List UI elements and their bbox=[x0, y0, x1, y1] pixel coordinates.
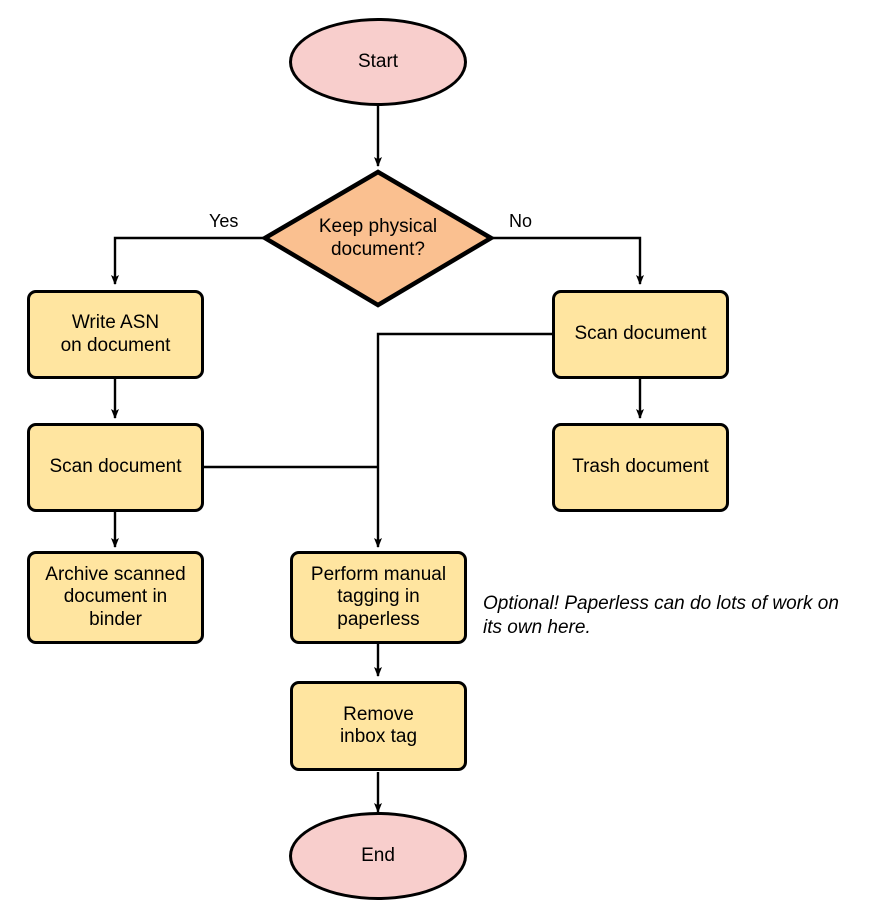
node-manual-tagging[interactable]: Perform manual tagging in paperless bbox=[290, 551, 467, 644]
node-scan-right-label: Scan document bbox=[574, 323, 707, 345]
node-remove-inbox-tag[interactable]: Remove inbox tag bbox=[290, 681, 467, 771]
decision-diamond-shape bbox=[260, 169, 496, 308]
edge-scan-right-to-manual-tagging bbox=[374, 332, 552, 548]
node-manual-tagging-label: Perform manual tagging in paperless bbox=[310, 563, 447, 630]
node-end[interactable]: End bbox=[289, 812, 467, 900]
node-scan-left-label: Scan document bbox=[49, 456, 182, 478]
node-archive-binder[interactable]: Archive scanned document in binder bbox=[27, 551, 204, 644]
edge-label-yes: Yes bbox=[209, 211, 239, 231]
edge-label-no: No bbox=[509, 211, 533, 231]
node-write-asn[interactable]: Write ASN on document bbox=[27, 290, 204, 379]
node-trash-document[interactable]: Trash document bbox=[552, 423, 729, 512]
node-decision-label: Keep physical document? bbox=[318, 216, 438, 260]
node-end-label: End bbox=[361, 844, 395, 866]
annotation-optional-note: Optional! Paperless can do lots of work … bbox=[483, 593, 839, 638]
node-scan-left[interactable]: Scan document bbox=[27, 423, 204, 512]
edge-decision-to-write-asn bbox=[111, 236, 265, 285]
edge-decision-to-scan-right bbox=[491, 236, 644, 285]
node-trash-document-label: Trash document bbox=[572, 456, 709, 478]
node-start[interactable]: Start bbox=[289, 18, 467, 106]
node-scan-right[interactable]: Scan document bbox=[552, 290, 729, 379]
node-write-asn-label: Write ASN on document bbox=[60, 312, 171, 356]
node-start-label: Start bbox=[357, 50, 399, 72]
node-archive-binder-label: Archive scanned document in binder bbox=[45, 563, 186, 630]
node-decision[interactable]: Keep physical document? bbox=[265, 172, 491, 305]
node-remove-inbox-tag-label: Remove inbox tag bbox=[339, 703, 418, 747]
